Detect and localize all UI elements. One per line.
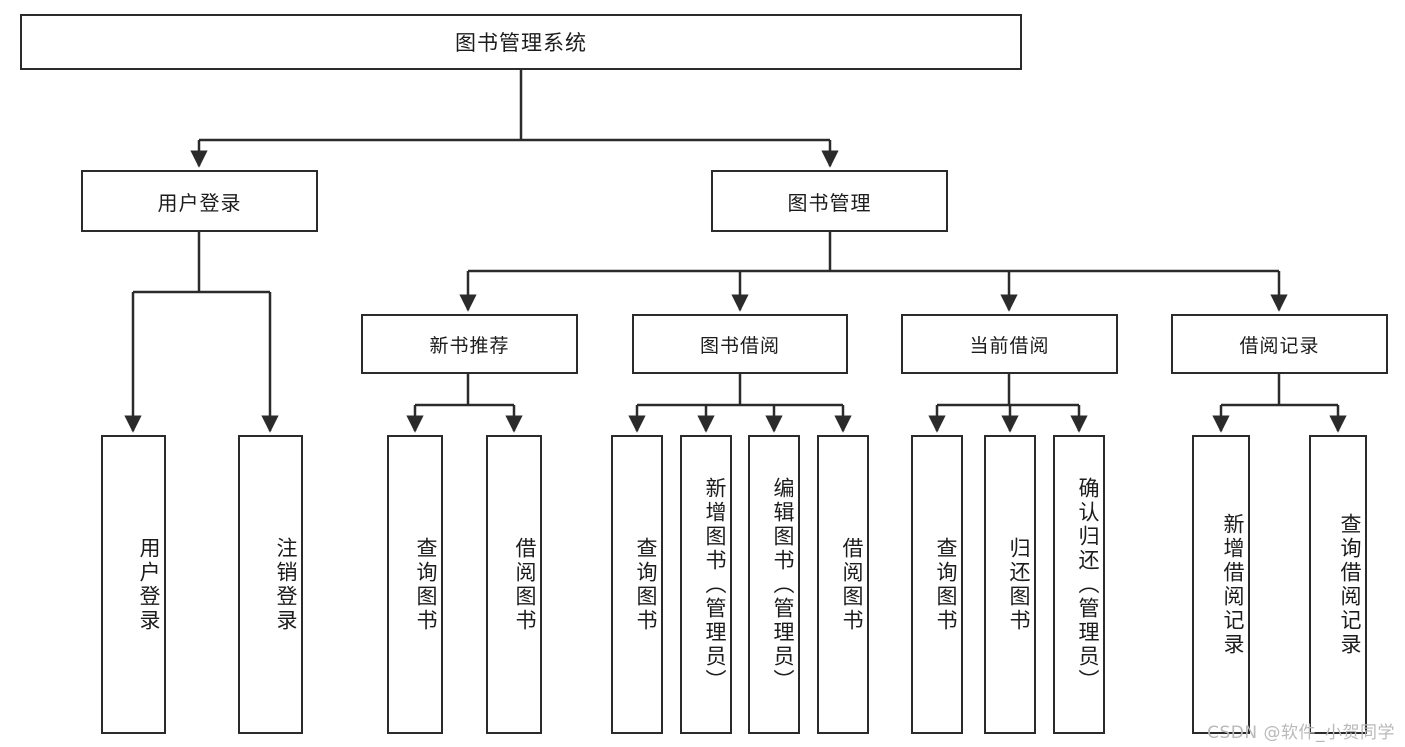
leaf-label: 查询图书	[414, 536, 438, 633]
node-leaf-query-book-3[interactable]: 查询图书	[911, 435, 963, 734]
node-leaf-user-login[interactable]: 用户登录	[101, 435, 166, 734]
node-leaf-query-book-2[interactable]: 查询图书	[611, 435, 663, 734]
leaf-label: 注销登录	[274, 536, 298, 633]
node-leaf-query-record[interactable]: 查询借阅记录	[1309, 435, 1367, 734]
leaf-label: 确认归还（管理员）	[1076, 476, 1100, 693]
leaf-label: 新增图书（管理员）	[703, 476, 727, 693]
leaf-label: 编辑图书（管理员）	[771, 476, 795, 693]
node-book-management[interactable]: 图书管理	[711, 170, 948, 232]
node-leaf-return-book[interactable]: 归还图书	[984, 435, 1036, 734]
node-leaf-edit-book[interactable]: 编辑图书（管理员）	[748, 435, 800, 734]
leaf-label: 查询图书	[634, 536, 658, 633]
node-book-borrow[interactable]: 图书借阅	[632, 314, 848, 374]
watermark-text: CSDN @软件_小贺同学	[1207, 723, 1395, 743]
node-root[interactable]: 图书管理系统	[20, 14, 1022, 70]
node-leaf-borrow-book-2[interactable]: 借阅图书	[817, 435, 869, 734]
leaf-label: 用户登录	[137, 536, 161, 633]
node-leaf-confirm-return[interactable]: 确认归还（管理员）	[1053, 435, 1105, 734]
leaf-label: 新增借阅记录	[1221, 512, 1245, 657]
node-leaf-user-logout[interactable]: 注销登录	[238, 435, 303, 734]
node-leaf-add-book[interactable]: 新增图书（管理员）	[680, 435, 732, 734]
node-current-borrow[interactable]: 当前借阅	[901, 314, 1118, 374]
leaf-label: 归还图书	[1007, 536, 1031, 633]
leaf-label: 借阅图书	[840, 536, 864, 633]
node-borrow-records[interactable]: 借阅记录	[1171, 314, 1388, 374]
leaf-label: 借阅图书	[513, 536, 537, 633]
node-new-book-recommend[interactable]: 新书推荐	[361, 314, 578, 374]
leaf-label: 查询借阅记录	[1338, 512, 1362, 657]
node-leaf-borrow-book-1[interactable]: 借阅图书	[486, 435, 542, 734]
node-leaf-query-book-1[interactable]: 查询图书	[387, 435, 443, 734]
node-user-login[interactable]: 用户登录	[81, 170, 318, 232]
leaf-label: 查询图书	[934, 536, 958, 633]
node-leaf-add-record[interactable]: 新增借阅记录	[1192, 435, 1250, 734]
